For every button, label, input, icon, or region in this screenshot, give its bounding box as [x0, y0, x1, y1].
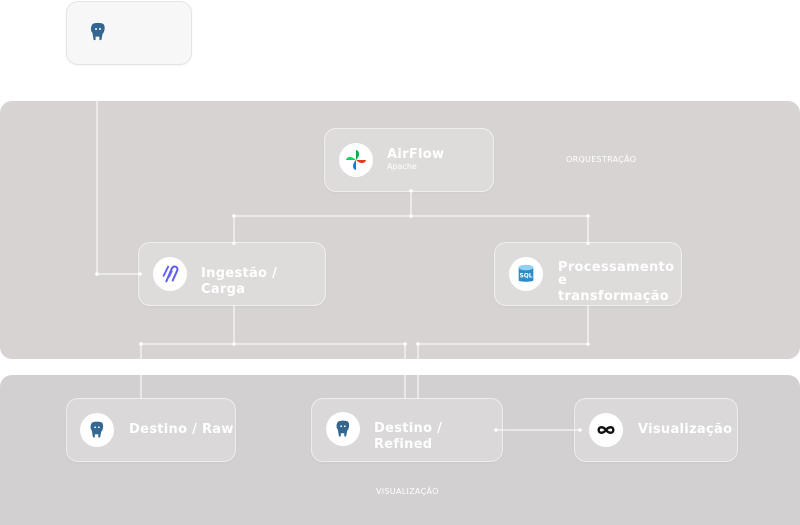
ingestion-node[interactable]: Ingestão / Carga	[138, 242, 326, 306]
raw-destination-node[interactable]: Destino / Raw	[66, 398, 236, 462]
postgresql-elephant-icon	[326, 412, 360, 446]
ingestion-title: Ingestão / Carga	[201, 266, 278, 297]
refined-destination-title: Destino / Refined	[374, 421, 443, 452]
visualization-band	[0, 375, 800, 525]
airflow-pinwheel-icon	[339, 143, 373, 177]
processing-node[interactable]: SQL Processamento e transformação	[494, 242, 682, 306]
sql-database-icon: SQL	[509, 257, 543, 291]
postgresql-elephant-icon	[81, 15, 115, 49]
metabase-infinity-icon	[589, 413, 623, 447]
source-database-node[interactable]	[66, 1, 192, 65]
connector-processing-down	[417, 305, 589, 399]
airflow-subtitle: Apache	[387, 162, 417, 171]
processing-title-line1: Processamento	[558, 260, 675, 275]
orchestration-band	[0, 101, 800, 359]
connector-source-to-ingestion	[96, 64, 140, 275]
svg-text:SQL: SQL	[519, 273, 532, 280]
postgresql-elephant-icon	[80, 413, 114, 447]
orchestration-label: ORQUESTRAÇÃO	[566, 155, 637, 164]
airflow-node[interactable]: AirFlow Apache	[324, 128, 494, 192]
visualization-node[interactable]: Visualização	[574, 398, 738, 462]
airbyte-icon	[153, 257, 187, 291]
processing-title-line2: e transformação	[558, 273, 670, 304]
connector-ingestion-down	[140, 305, 235, 399]
visualization-title: Visualização	[638, 422, 733, 437]
airflow-title: AirFlow	[387, 147, 445, 162]
visualization-label: VISUALIZAÇÃO	[376, 487, 439, 496]
raw-destination-title: Destino / Raw	[129, 422, 234, 437]
connector-ingestion-to-refined	[234, 343, 406, 399]
refined-destination-node[interactable]: Destino / Refined	[311, 398, 503, 462]
